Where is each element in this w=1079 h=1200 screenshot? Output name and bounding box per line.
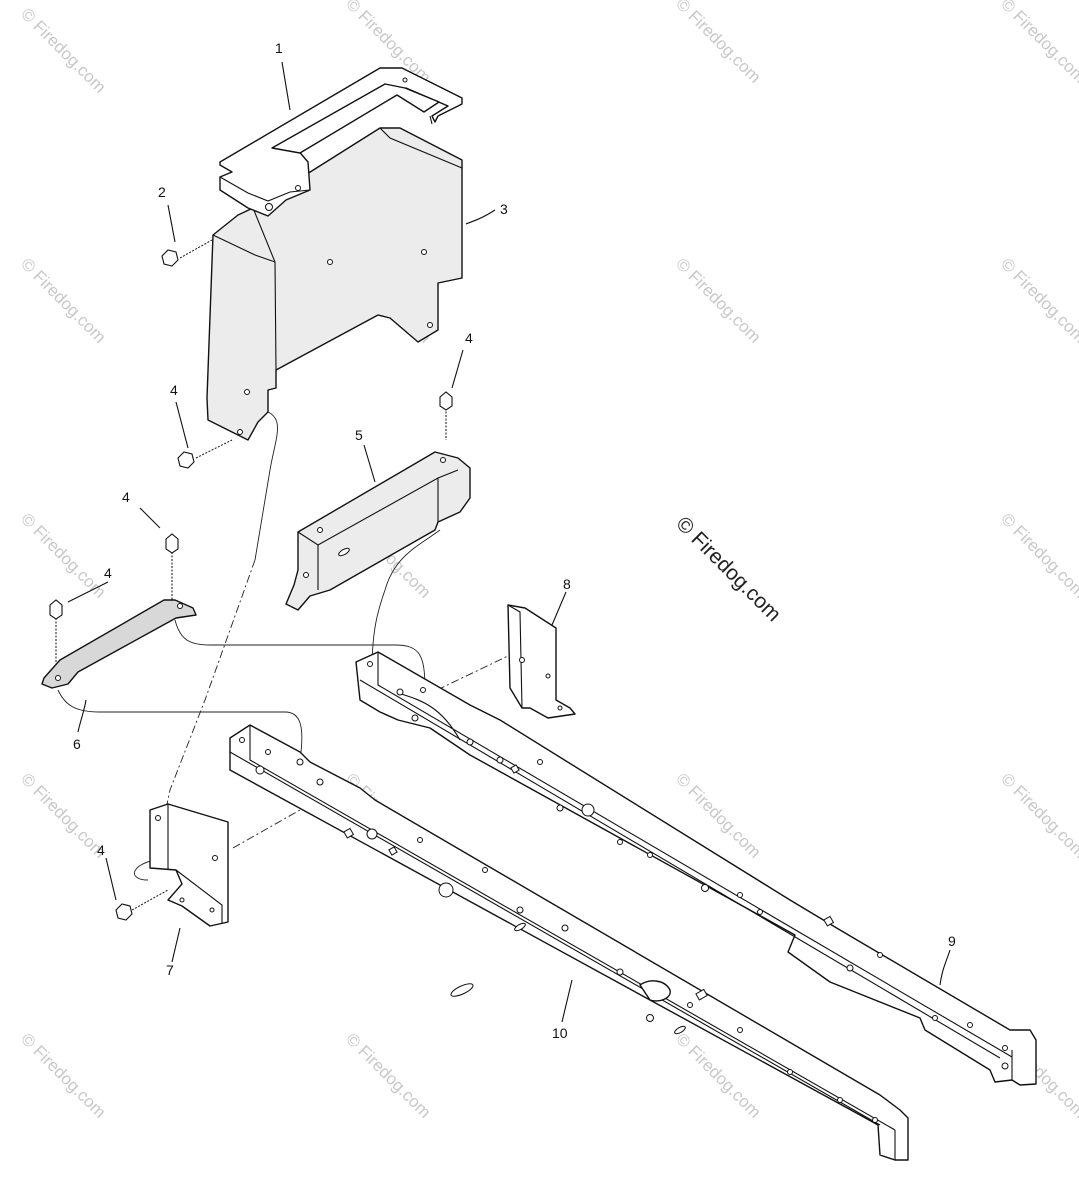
callout-8: 8 [563, 576, 571, 592]
lower-bracket [149, 803, 229, 927]
frame-rail-left [229, 724, 909, 1161]
assembly-guides [57, 411, 511, 881]
watermark-text: © Firedog.com [17, 1029, 109, 1121]
watermark-text: © Firedog.com [672, 254, 764, 346]
top-bracket [219, 67, 463, 217]
callout-10: 10 [552, 1025, 568, 1041]
frame-rail-right [355, 651, 1037, 1086]
bolt-4-mount-bracket [439, 391, 453, 440]
callout-4: 4 [97, 842, 105, 858]
watermark-center: © Firedog.com [671, 512, 785, 626]
callout-5: 5 [355, 427, 363, 443]
callout-9: 9 [948, 933, 956, 949]
rail-holes [367, 661, 1009, 1070]
callout-6: 6 [73, 736, 81, 752]
callout-1: 1 [275, 40, 283, 56]
bolt-2 [161, 239, 213, 267]
small-bracket-right [507, 604, 576, 719]
callout-3: 3 [500, 201, 508, 217]
mount-bracket [285, 451, 471, 611]
watermark-text: © Firedog.com [17, 4, 109, 96]
watermark-layer: © Firedog.com © Firedog.com © Firedog.co… [17, 0, 1079, 1122]
callout-2: 2 [158, 184, 166, 200]
callout-4: 4 [104, 565, 112, 581]
watermark-text: © Firedog.com [342, 1029, 434, 1121]
callout-4: 4 [465, 330, 473, 346]
bolt-4-shield [177, 439, 233, 469]
watermark-text: © Firedog.com [17, 769, 109, 861]
bolt-4-strap-left [49, 599, 63, 668]
leader-lines [67, 61, 951, 1023]
watermark-text: © Firedog.com [997, 769, 1079, 861]
watermark-text: © Firedog.com [997, 509, 1079, 601]
callout-4: 4 [170, 382, 178, 398]
watermark-text: © Firedog.com [997, 254, 1079, 346]
callout-labels: 1 2 3 4 4 4 4 4 5 6 7 8 9 10 [73, 40, 956, 1041]
watermark-text: © Firedog.com [997, 0, 1079, 87]
bolt-4-strap-right [165, 533, 179, 600]
callout-4: 4 [122, 489, 130, 505]
bolt-4-lower-bracket [115, 889, 169, 921]
watermark-text: © Firedog.com [17, 254, 109, 346]
rail-holes [239, 737, 878, 1123]
callout-7: 7 [166, 962, 174, 978]
watermark-text: © Firedog.com [672, 0, 764, 87]
strap [41, 599, 197, 689]
